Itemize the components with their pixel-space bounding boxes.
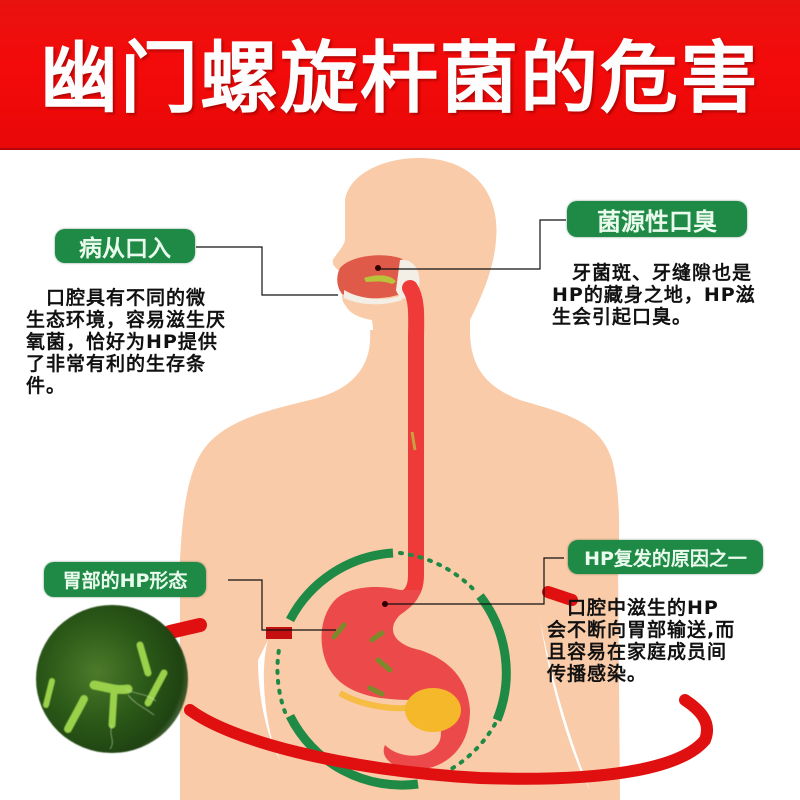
- desc-line: 氧菌，恰好为HP提供: [26, 331, 218, 353]
- stomach-marker: [382, 601, 388, 607]
- label-text: 胃部的HP形态: [62, 570, 188, 592]
- page-title: 幽门螺旋杆菌的危害: [39, 34, 760, 124]
- desc-line: 传播感染。: [547, 663, 648, 685]
- mouth-marker: [375, 265, 381, 271]
- transmission-ring-icon: [275, 548, 511, 790]
- desc-line: 口腔中滋生的HP: [547, 597, 719, 619]
- desc-mouth-entry: 口腔具有不同的微 生态环境，容易滋生厌 氧菌，恰好为HP提供 了非常有利的生存条…: [26, 287, 266, 397]
- desc-line: 且容易在家庭成员间: [547, 641, 728, 663]
- desc-line: 口腔具有不同的微: [26, 287, 207, 309]
- desc-line: 件。: [26, 375, 67, 397]
- label-text: HP复发的原因之一: [584, 547, 747, 570]
- label-mouth-entry: 病从口入: [55, 229, 195, 263]
- desc-line: 生会引起口臭。: [552, 306, 693, 328]
- bacteria-icon: [410, 431, 417, 451]
- title-banner: 幽门螺旋杆菌的危害: [0, 0, 800, 150]
- bacteria-microscope-icon: [36, 605, 188, 753]
- connector-lines: [196, 219, 566, 631]
- desc-line: 了非常有利的生存条: [26, 353, 207, 375]
- label-halitosis: 菌源性口臭: [567, 201, 747, 237]
- bacteria-icon: [331, 622, 393, 697]
- desc-recurrence: 口腔中滋生的HP 会不断向胃部输送,而 且容易在家庭成员间 传播感染。: [547, 597, 787, 685]
- desc-halitosis: 牙菌斑、牙缝隙也是 HP的藏身之地，HP滋 生会引起口臭。: [552, 262, 792, 328]
- desc-line: 生态环境，容易滋生厌: [26, 309, 227, 331]
- label-text: 病从口入: [79, 236, 171, 262]
- desc-line: 会不断向胃部输送,而: [547, 619, 736, 641]
- label-recurrence: HP复发的原因之一: [568, 540, 763, 574]
- label-stomach-form: 胃部的HP形态: [44, 562, 206, 597]
- desc-line: HP的藏身之地，HP滋: [552, 284, 756, 306]
- stomach-icon: [321, 587, 470, 771]
- red-belt-icon: [163, 586, 713, 785]
- desc-line: 牙菌斑、牙缝隙也是: [552, 262, 753, 284]
- label-text: 菌源性口臭: [597, 207, 717, 236]
